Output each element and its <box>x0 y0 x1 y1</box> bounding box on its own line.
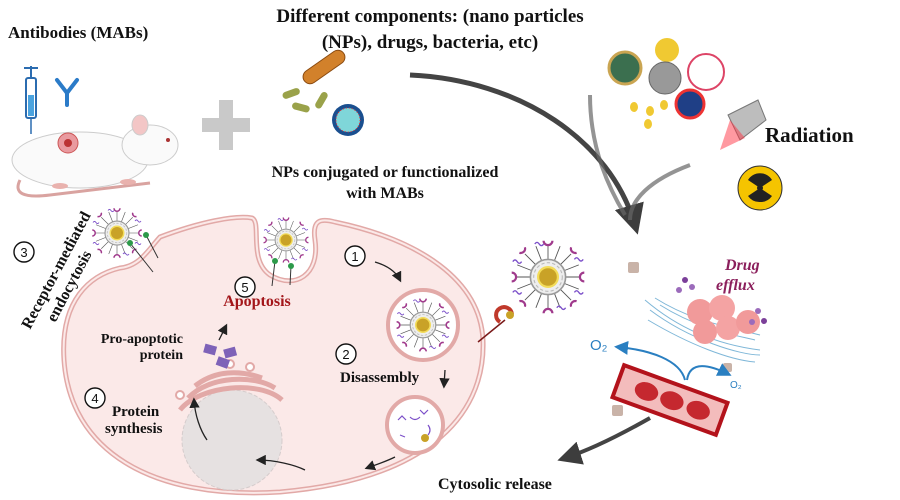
oxygen-arrow-left <box>614 340 686 381</box>
drug-efflux-line1: Drug <box>724 257 760 274</box>
radiation-label: Radiation <box>765 123 854 147</box>
cytosolic-release-label: Cytosolic release <box>438 476 552 493</box>
pro-apoptotic-protein-icon <box>203 343 238 369</box>
components-line1: Different components: (nano particles <box>276 6 583 27</box>
conjugated-line1: NPs conjugated or functionalized <box>272 164 499 181</box>
svg-text:1: 1 <box>351 249 358 264</box>
conjugated-nanoparticle <box>510 239 586 315</box>
plus-icon <box>202 100 250 150</box>
endoplasmic-reticulum <box>178 370 284 412</box>
svg-text:3: 3 <box>20 245 27 260</box>
radiation-probe-icon <box>720 99 767 150</box>
nucleus <box>181 389 283 491</box>
apoptosis-label: Apoptosis <box>223 293 291 310</box>
svg-text:4: 4 <box>91 391 98 406</box>
bacteria-icon <box>282 49 346 113</box>
oxygen-label-right: O₂ <box>730 380 742 391</box>
syringe-icon <box>24 66 38 134</box>
components-line2: (NPs), drugs, bacteria, etc) <box>322 32 538 53</box>
oxygen-arrow-right <box>686 363 732 381</box>
pro-apoptotic-line1: Pro-apoptotic <box>101 332 183 347</box>
antibody-icon <box>55 78 79 107</box>
radiation-flow-arrow <box>628 163 691 221</box>
disassembly-label: Disassembly <box>340 370 420 386</box>
np-flow-arrow <box>588 94 627 217</box>
conjugated-line2: with MABs <box>346 185 424 202</box>
step-2-badge: 2 <box>335 343 357 365</box>
drug-efflux-line2: efflux <box>716 277 755 294</box>
release-arrow <box>557 416 651 465</box>
nanoparticle-endocytosis <box>91 207 143 259</box>
tumor-tissue <box>644 277 767 363</box>
nanoparticle-icon <box>332 104 364 136</box>
nanoparticles-cluster <box>607 38 725 129</box>
pro-apoptotic-line2: protein <box>140 348 184 363</box>
drug-particle <box>612 405 623 416</box>
step-5-badge: 5 <box>234 276 256 298</box>
endosome-disassembled <box>385 395 445 455</box>
nanoparticle-invagination <box>262 216 310 264</box>
svg-text:5: 5 <box>241 280 248 295</box>
svg-text:2: 2 <box>342 347 349 362</box>
step-1-badge: 1 <box>344 245 366 267</box>
main-flow-arrow <box>409 72 644 235</box>
drug-particle <box>628 262 639 273</box>
protein-synthesis-line2: synthesis <box>105 421 163 437</box>
antibodies-title: Antibodies (MABs) <box>8 23 148 42</box>
step-3-badge: 3 <box>13 241 35 263</box>
receptor <box>145 234 159 259</box>
mouse-illustration <box>11 114 179 198</box>
step-4-badge: 4 <box>84 387 106 409</box>
receptor-icon <box>494 305 514 324</box>
protein-synthesis-line1: Protein <box>112 404 160 420</box>
oxygen-label-left: O₂ <box>590 337 608 354</box>
receptor <box>129 242 154 273</box>
radiation-hazard-icon <box>737 165 783 211</box>
blood-vessel <box>609 362 731 438</box>
